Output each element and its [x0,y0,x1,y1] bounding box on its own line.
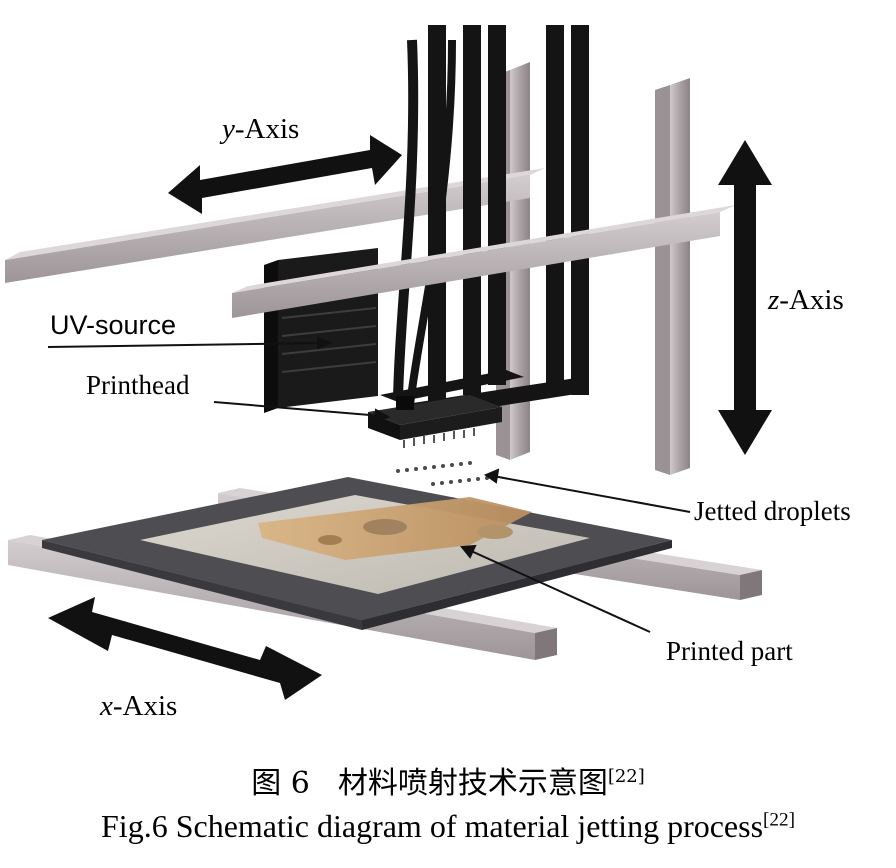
caption-en-title: Fig.6 Schematic diagram of material jett… [101,808,764,844]
y-axis-variable: y [222,113,235,145]
y-axis-suffix: -Axis [234,113,300,145]
caption-cn-reference: [22] [607,766,645,787]
jetted-droplets [396,461,489,486]
z-axis-arrow [718,140,772,455]
jetted-droplets-label: Jetted droplets [694,496,851,526]
z-axis-suffix: -Axis [779,284,844,316]
x-axis-label: x-Axis [100,690,177,723]
x-axis-arrow [48,597,322,700]
material-jetting-diagram [5,25,772,700]
caption-cn-figure-number: 图 6 [251,766,310,801]
x-axis-variable: x [100,690,113,722]
z-axis-variable: z [768,284,780,316]
y-axis-arrow [168,135,402,214]
caption-english: Fig.6 Schematic diagram of material jett… [0,808,896,845]
printed-part [258,497,532,560]
x-axis-suffix: -Axis [112,690,178,722]
z-axis-label: z-Axis [768,284,844,317]
caption-cn-title: 材料喷射技术示意图 [337,766,608,801]
y-axis-label: y-Axis [222,113,299,146]
printhead-label: Printhead [86,370,190,400]
printhead [368,395,502,448]
printhead-carriage-frame [380,25,589,420]
caption-en-reference: [22] [763,809,795,831]
caption-chinese: 图 6 材料喷射技术示意图[22] [0,758,896,802]
uv-source-label: UV-source [50,310,177,340]
printed-part-label: Printed part [666,636,793,666]
leader-lines [47,336,691,633]
y-rail-front [232,205,736,318]
z-post-right [655,78,690,475]
